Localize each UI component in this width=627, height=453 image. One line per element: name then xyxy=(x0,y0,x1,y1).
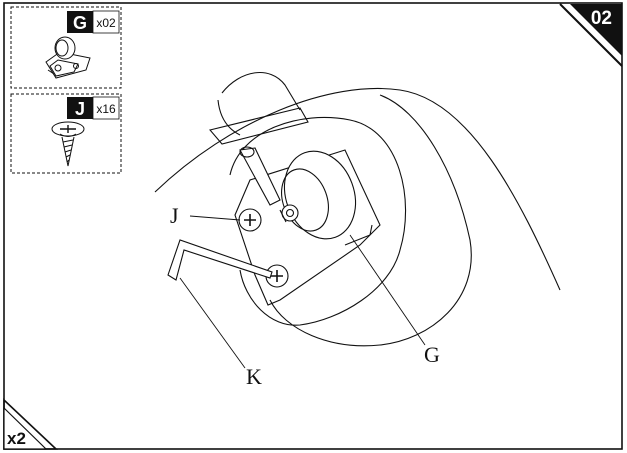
leader-g xyxy=(349,234,426,346)
caster-wheel-icon xyxy=(45,36,91,79)
repeat-count: x2 xyxy=(7,429,26,448)
step-number-badge: 02 xyxy=(559,3,623,67)
callout-label-g: G xyxy=(424,342,440,367)
part-box-j: J x16 xyxy=(10,93,122,174)
leader-j xyxy=(189,215,241,221)
part-box-g: G x02 xyxy=(10,6,122,89)
chair-seat-drawing xyxy=(154,72,561,347)
step-number: 02 xyxy=(591,8,612,29)
allen-wrench xyxy=(167,239,273,281)
part-letter-j: J xyxy=(75,99,85,119)
part-qty-j: x16 xyxy=(96,102,116,116)
repeat-badge: x2 xyxy=(3,398,59,450)
page-frame xyxy=(3,2,623,450)
part-qty-g: x02 xyxy=(96,16,116,30)
callout-leaders xyxy=(179,215,426,369)
callout-label-j: J xyxy=(170,203,179,228)
screw-icon xyxy=(51,121,85,167)
part-letter-g: G xyxy=(73,13,87,33)
leader-k xyxy=(179,277,246,369)
callout-label-k: K xyxy=(246,364,262,389)
